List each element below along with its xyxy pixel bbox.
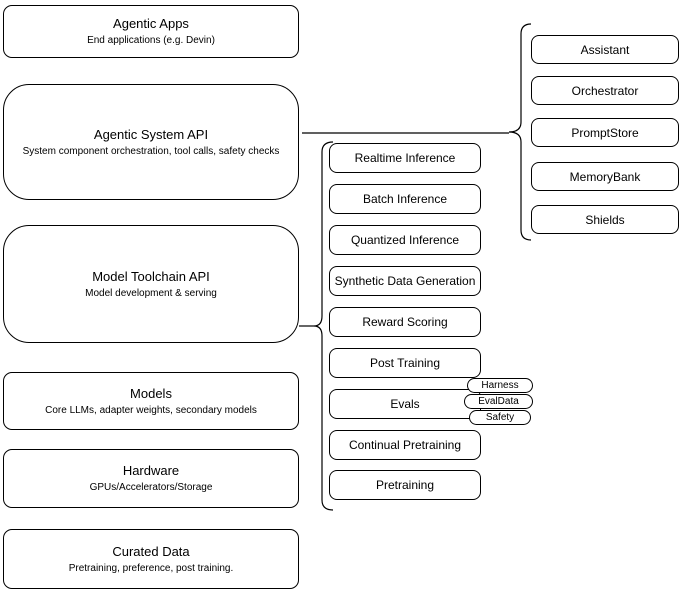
node-quantized-inference: Quantized Inference bbox=[329, 225, 481, 255]
node-subtitle: Core LLMs, adapter weights, secondary mo… bbox=[45, 404, 257, 416]
node-pretraining: Pretraining bbox=[329, 470, 481, 500]
tag-harness: Harness bbox=[467, 378, 533, 393]
node-subtitle: System component orchestration, tool cal… bbox=[22, 145, 280, 157]
node-hardware: Hardware GPUs/Accelerators/Storage bbox=[3, 449, 299, 508]
node-label: Realtime Inference bbox=[354, 151, 456, 165]
node-label: Shields bbox=[585, 212, 625, 227]
tag-evaldata: EvalData bbox=[464, 394, 533, 409]
node-batch-inference: Batch Inference bbox=[329, 184, 481, 214]
node-promptstore: PromptStore bbox=[531, 118, 679, 147]
node-label: Post Training bbox=[369, 356, 441, 370]
node-label: Evals bbox=[390, 397, 420, 411]
node-model-toolchain-api: Model Toolchain API Model development & … bbox=[3, 225, 299, 343]
node-continual-pretraining: Continual Pretraining bbox=[329, 430, 481, 460]
node-label: MemoryBank bbox=[569, 169, 641, 184]
node-title: Agentic Apps bbox=[113, 16, 189, 31]
node-agentic-apps: Agentic Apps End applications (e.g. Devi… bbox=[3, 5, 299, 58]
node-reward-scoring: Reward Scoring bbox=[329, 307, 481, 337]
node-memorybank: MemoryBank bbox=[531, 162, 679, 191]
node-title: Agentic System API bbox=[93, 126, 209, 142]
system-components-brace bbox=[508, 23, 532, 241]
node-label: Synthetic Data Generation bbox=[334, 274, 476, 288]
tag-label: EvalData bbox=[478, 396, 519, 407]
node-title: Curated Data bbox=[112, 543, 190, 559]
node-title: Model Toolchain API bbox=[92, 268, 210, 284]
node-label: Orchestrator bbox=[571, 83, 639, 98]
node-label: Batch Inference bbox=[362, 192, 448, 206]
node-orchestrator: Orchestrator bbox=[531, 76, 679, 105]
node-title: Hardware bbox=[122, 463, 180, 478]
node-subtitle: Pretraining, preference, post training. bbox=[68, 562, 234, 574]
node-label: Continual Pretraining bbox=[348, 438, 462, 452]
tag-safety: Safety bbox=[469, 410, 531, 425]
node-label: Assistant bbox=[580, 42, 630, 57]
node-assistant: Assistant bbox=[531, 35, 679, 64]
node-realtime-inference: Realtime Inference bbox=[329, 143, 481, 173]
node-agentic-system-api: Agentic System API System component orch… bbox=[3, 84, 299, 200]
node-curated-data: Curated Data Pretraining, preference, po… bbox=[3, 529, 299, 589]
node-post-training: Post Training bbox=[329, 348, 481, 378]
node-title: Models bbox=[130, 385, 172, 401]
tag-label: Safety bbox=[485, 412, 515, 423]
tag-label: Harness bbox=[481, 380, 519, 391]
node-synthetic-data-generation: Synthetic Data Generation bbox=[329, 266, 481, 296]
node-subtitle: GPUs/Accelerators/Storage bbox=[89, 482, 213, 493]
node-label: PromptStore bbox=[571, 125, 639, 140]
node-label: Quantized Inference bbox=[350, 233, 460, 247]
node-models: Models Core LLMs, adapter weights, secon… bbox=[3, 372, 299, 430]
node-shields: Shields bbox=[531, 205, 679, 234]
node-subtitle: End applications (e.g. Devin) bbox=[87, 35, 215, 46]
node-subtitle: Model development & serving bbox=[85, 287, 217, 299]
node-label: Pretraining bbox=[375, 478, 435, 492]
node-label: Reward Scoring bbox=[362, 315, 448, 329]
node-evals: Evals bbox=[329, 389, 481, 419]
